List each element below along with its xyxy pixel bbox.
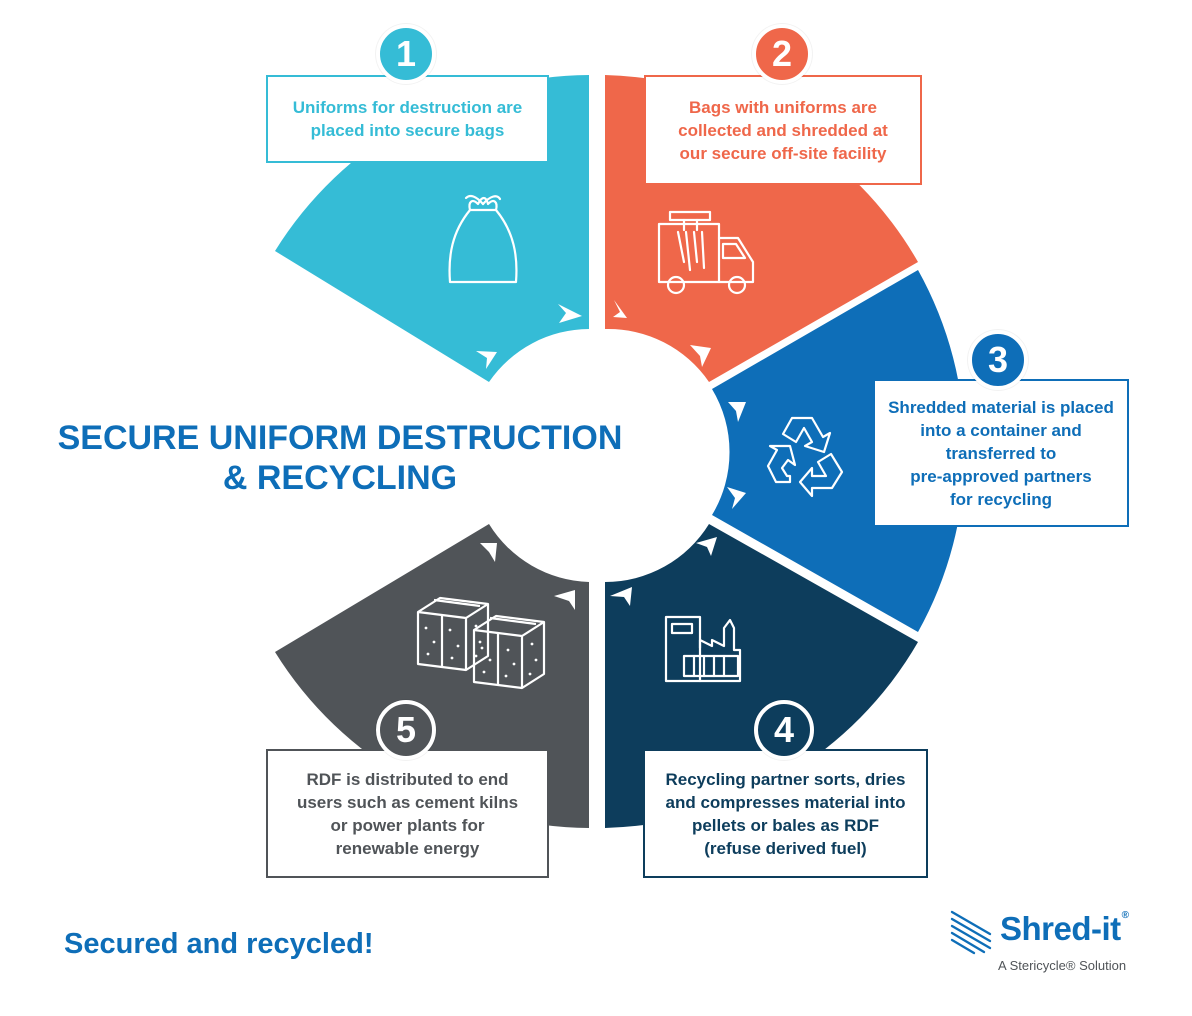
- recycle-icon: [766, 416, 844, 498]
- arrow-icon: [613, 300, 627, 318]
- step-text-line: users such as cement kilns: [296, 792, 519, 812]
- step-1-description: Uniforms for destruction are placed into…: [266, 75, 549, 163]
- step-text-line: collected and shredded at: [678, 120, 888, 140]
- step-text-line: transferred to: [945, 443, 1057, 463]
- step-text-line: Shredded material is placed: [888, 397, 1114, 417]
- factory-icon: [664, 615, 742, 683]
- arrow-icon: [728, 402, 746, 422]
- step-5-description: RDF is distributed to end users such as …: [266, 749, 549, 878]
- brand-logo: Shred-it® A Stericycle® Solution: [948, 904, 1148, 982]
- step-1-badge: 1: [376, 24, 436, 84]
- step-text-line: Recycling partner sorts, dries: [665, 769, 906, 789]
- step-text-line: into a container and: [920, 420, 1082, 440]
- step-text-line: pre-approved partners: [910, 466, 1092, 486]
- logo-stripes-icon: [950, 910, 992, 955]
- step-text-line: RDF is distributed to end: [306, 769, 509, 789]
- arrow-icon: [727, 487, 746, 509]
- arrow-icon: [558, 304, 582, 323]
- step-text-line: or power plants for: [330, 815, 485, 835]
- step-3-badge: 3: [968, 330, 1028, 390]
- step-text-line: and compresses material into: [665, 792, 906, 812]
- step-text-line: placed into secure bags: [310, 121, 505, 140]
- step-text-line: Bags with uniforms are: [689, 97, 877, 117]
- logo-subline: A Stericycle® Solution: [998, 958, 1127, 973]
- step-text-line: pellets or bales as RDF: [691, 815, 880, 835]
- direction-arrows: [476, 300, 746, 610]
- arrow-icon: [480, 543, 497, 562]
- bales-icon: [416, 596, 546, 690]
- step-text-line: for recycling: [949, 489, 1053, 509]
- step-text-line: our secure off-site facility: [679, 143, 887, 163]
- trash-bag-icon: [448, 194, 518, 284]
- step-text-line: renewable energy: [335, 838, 480, 858]
- arrow-icon: [690, 345, 711, 367]
- logo-wordmark: Shred-it®: [1000, 910, 1129, 948]
- logo-wordmark-text: Shred-it: [1000, 910, 1121, 947]
- tagline: Secured and recycled!: [64, 928, 374, 960]
- step-text-line: Uniforms for destruction are: [292, 98, 523, 117]
- page-title-line-2: & RECYCLING: [222, 459, 458, 497]
- logo-registered-mark: ®: [1121, 910, 1129, 921]
- step-2-description: Bags with uniforms are collected and shr…: [644, 75, 922, 185]
- shred-truck-icon: [657, 210, 755, 295]
- step-4-badge: 4: [754, 700, 814, 760]
- step-5-badge: 5: [376, 700, 436, 760]
- page-title-line-1: SECURE UNIFORM DESTRUCTION: [57, 419, 623, 457]
- step-2-badge: 2: [752, 24, 812, 84]
- arrow-icon: [554, 590, 575, 610]
- step-3-description: Shredded material is placed into a conta…: [873, 379, 1129, 527]
- segment-step-3: [712, 270, 966, 632]
- arrow-icon: [610, 587, 632, 606]
- step-text-line: (refuse derived fuel): [704, 838, 867, 858]
- step-4-description: Recycling partner sorts, dries and compr…: [643, 749, 928, 878]
- arrow-icon: [476, 351, 497, 369]
- arrow-icon: [696, 537, 717, 556]
